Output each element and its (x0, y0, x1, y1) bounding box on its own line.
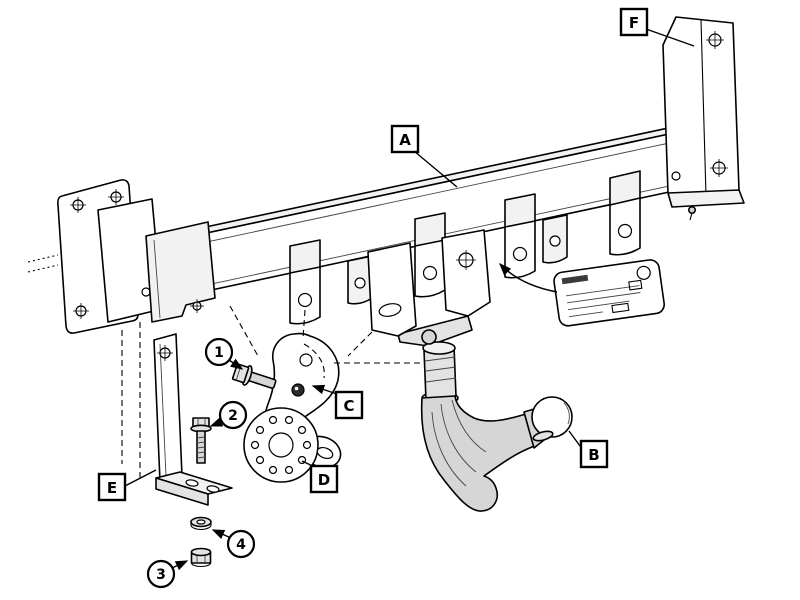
fastener-circle-4 (226, 529, 256, 559)
swan-neck (420, 395, 535, 512)
right-end-bracket (662, 16, 745, 221)
washer (190, 516, 212, 531)
callout-box-e (97, 472, 127, 502)
callouts: A B C D E F (97, 7, 695, 502)
hex-bolt-1 (231, 363, 277, 389)
callout-box-c (334, 390, 364, 420)
fastener-circle-2 (218, 400, 248, 430)
callout-letter-b: B (588, 446, 599, 464)
fastener-circle-1 (204, 337, 234, 367)
fastener-number-1: 1 (214, 345, 224, 361)
l-bracket (153, 333, 233, 506)
fastener-callouts: 1 2 3 4 (146, 337, 256, 589)
callout-letter-a: A (399, 131, 411, 149)
callout-box-a (390, 124, 420, 154)
grease-fitting (687, 206, 696, 215)
callout-box-b (579, 439, 609, 469)
callout-box-f (619, 7, 649, 37)
rating-plate (553, 259, 666, 327)
callout-letter-e: E (107, 479, 117, 497)
flange-disc (243, 407, 334, 483)
tow-ball (531, 396, 573, 438)
fastener-circle-3 (146, 559, 176, 589)
left-end-plate (57, 179, 163, 334)
callout-box-d (309, 464, 339, 494)
flange-nut (190, 547, 212, 568)
mounting-tab (289, 170, 641, 325)
beam-end-fold-bracket (145, 221, 216, 323)
projection-lines (27, 254, 420, 478)
callout-letter-f: F (629, 14, 639, 32)
fastener-number-4: 4 (236, 537, 246, 553)
oblong-slot (316, 446, 334, 460)
detachable-towball (420, 329, 573, 512)
rating-plate-arrow (499, 262, 558, 293)
lock-knob (421, 329, 437, 345)
fastener-number-3: 3 (156, 567, 166, 583)
mounting-tab-rear (347, 214, 568, 305)
fastener-number-2: 2 (228, 408, 238, 424)
hex-bolt-2 (190, 417, 212, 464)
callout-letter-d: D (318, 471, 330, 489)
coupling-bracket (367, 229, 491, 347)
callout-letter-c: C (343, 397, 354, 415)
